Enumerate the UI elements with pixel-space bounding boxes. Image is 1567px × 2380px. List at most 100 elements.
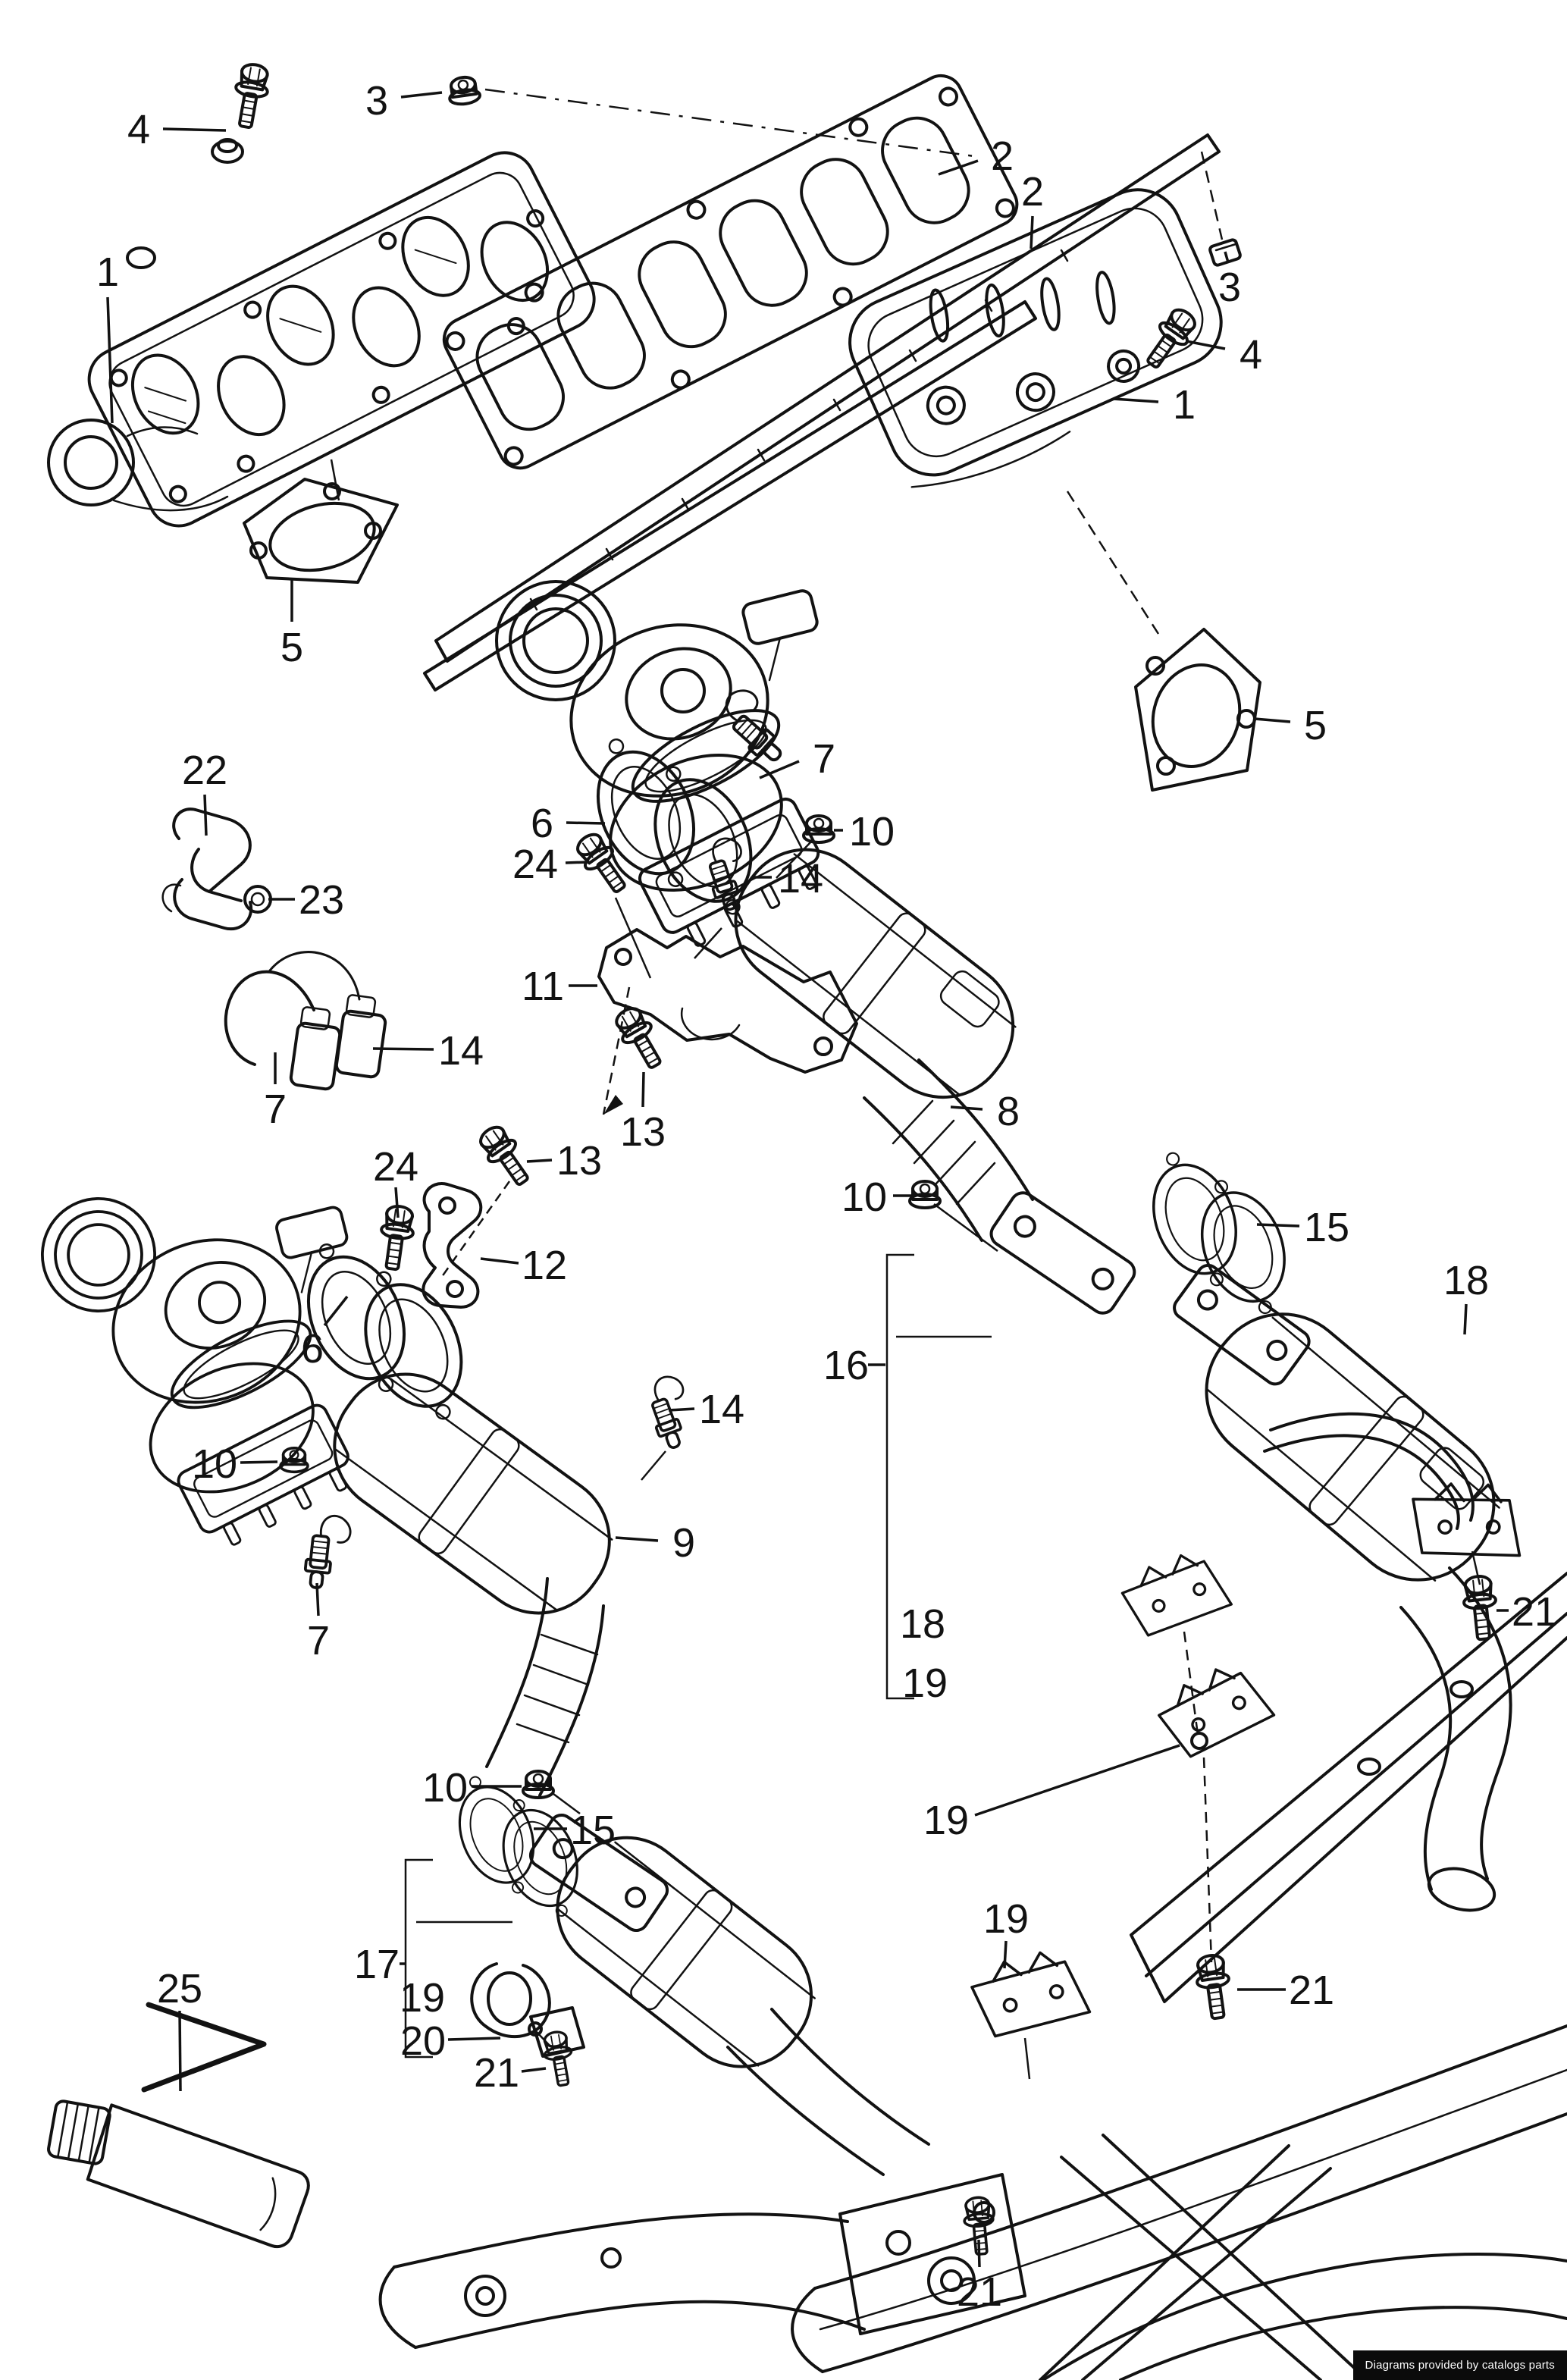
connector-line <box>694 927 722 959</box>
sensor-left-14 <box>639 1371 703 1453</box>
nut-10-center <box>802 814 835 844</box>
bracket-11 <box>597 928 858 1074</box>
part-number-label: 10 <box>422 1765 468 1811</box>
part-number-label: 9 <box>672 1520 695 1566</box>
callout-2: 2 <box>938 133 1014 179</box>
part-number-label: 2 <box>991 133 1014 179</box>
part-number-label: 24 <box>512 842 558 887</box>
bolt-24-lower <box>375 1203 418 1273</box>
callout-1: 1 <box>1112 382 1196 428</box>
catalytic-converter-bottom-left <box>441 1752 1093 2176</box>
callout-13: 13 <box>620 1071 666 1155</box>
callout-14: 14 <box>668 1387 744 1432</box>
callout-18: 18 <box>900 1601 945 1647</box>
callout-21: 21 <box>474 2050 547 2096</box>
callout-10: 10 <box>834 809 895 854</box>
part-number-label: 20 <box>400 2018 446 2064</box>
nut-10-mid <box>908 1180 942 1209</box>
callout-24: 24 <box>512 842 589 887</box>
bracket-12 <box>422 1182 483 1309</box>
part-number-label: 10 <box>192 1441 237 1487</box>
callout-12: 12 <box>480 1243 567 1288</box>
callout-19: 19 <box>400 1975 445 2021</box>
connector-line <box>1066 491 1160 635</box>
part-number-label: 11 <box>522 964 564 1009</box>
callout-4: 4 <box>127 107 227 152</box>
part-number-label: 22 <box>182 748 227 793</box>
callout-24: 24 <box>373 1144 418 1218</box>
connector-line <box>553 1792 581 1815</box>
connector-line <box>1202 1757 1213 1963</box>
part-number-label: 17 <box>354 1942 400 1987</box>
part-number-label: 15 <box>1304 1205 1349 1250</box>
part-number-label: 7 <box>264 1087 287 1132</box>
gasket-right-5 <box>1134 628 1261 792</box>
callout-10: 10 <box>841 1174 912 1220</box>
callout-14: 14 <box>752 856 823 902</box>
part-number-label: 7 <box>307 1618 330 1663</box>
part-number-label: 5 <box>280 625 303 670</box>
part-number-label: 19 <box>923 1798 969 1843</box>
callout-18: 18 <box>1443 1258 1489 1335</box>
callout-10: 10 <box>192 1441 278 1487</box>
callout-5: 5 <box>1254 703 1327 748</box>
part-number-label: 23 <box>299 877 344 923</box>
callout-13: 13 <box>526 1138 602 1184</box>
part-number-label: 4 <box>1239 332 1262 378</box>
callout-3: 3 <box>1218 251 1241 310</box>
part-number-label: 15 <box>570 1808 616 1853</box>
callout-16: 16 <box>823 1343 885 1388</box>
exhaust-manifold-right <box>848 188 1223 488</box>
part-number-label: 18 <box>1443 1258 1489 1303</box>
callout-10: 10 <box>422 1765 522 1811</box>
connector-line <box>330 459 340 501</box>
callout-9: 9 <box>615 1520 695 1566</box>
part-number-label: 14 <box>778 856 823 902</box>
part-number-label: 4 <box>127 107 150 152</box>
bolt-13-upper <box>609 1001 672 1075</box>
part-number-label: 13 <box>620 1109 666 1155</box>
part-number-label: 19 <box>400 1975 445 2021</box>
bolt-13-lower <box>472 1119 538 1193</box>
hanger-rubber-20 <box>470 1962 585 2058</box>
part-number-label: 21 <box>1289 1968 1334 2013</box>
callout-8: 8 <box>950 1089 1020 1134</box>
connector-line <box>1471 1551 1481 1585</box>
nut-10-bottom <box>522 1770 555 1799</box>
part-number-label: 21 <box>957 2269 1002 2315</box>
catalytic-converter-center <box>734 848 1136 1315</box>
callout-7: 7 <box>759 736 835 782</box>
part-number-label: 1 <box>96 249 119 295</box>
part-number-label: 8 <box>997 1089 1020 1134</box>
callout-3: 3 <box>365 78 443 124</box>
callout-21: 21 <box>957 2239 1002 2315</box>
connector-line <box>885 1253 914 1700</box>
gasket-left-5 <box>243 478 399 584</box>
part-number-label: 5 <box>1304 703 1327 748</box>
connector-line <box>641 1450 666 1481</box>
callout-11: 11 <box>522 964 597 1009</box>
callout-15: 15 <box>1256 1205 1349 1250</box>
connector-line <box>614 897 652 979</box>
manifold-gasket-top <box>442 74 1019 470</box>
callout-6: 6 <box>301 1295 349 1372</box>
part-number-label: 25 <box>157 1966 202 2012</box>
part-number-label: 7 <box>813 736 835 782</box>
callout-22: 22 <box>182 748 227 836</box>
connector-line <box>534 2030 552 2048</box>
part-number-label: 10 <box>849 809 895 854</box>
connector-line <box>404 1858 433 2059</box>
part-number-label: 14 <box>699 1387 744 1432</box>
part-number-label: 3 <box>1218 265 1241 310</box>
heat-shield-rail <box>423 133 1221 691</box>
watermark-badge: Diagrams provided by catalogs parts <box>1352 2350 1567 2380</box>
part-number-label: 6 <box>301 1326 324 1372</box>
leader-lines <box>330 88 1481 2080</box>
part-number-label: 3 <box>365 78 388 124</box>
callout-19: 19 <box>983 1896 1029 1969</box>
callout-20: 20 <box>400 2018 501 2064</box>
connector-line <box>1023 2037 1031 2080</box>
connector-line <box>602 986 631 1115</box>
